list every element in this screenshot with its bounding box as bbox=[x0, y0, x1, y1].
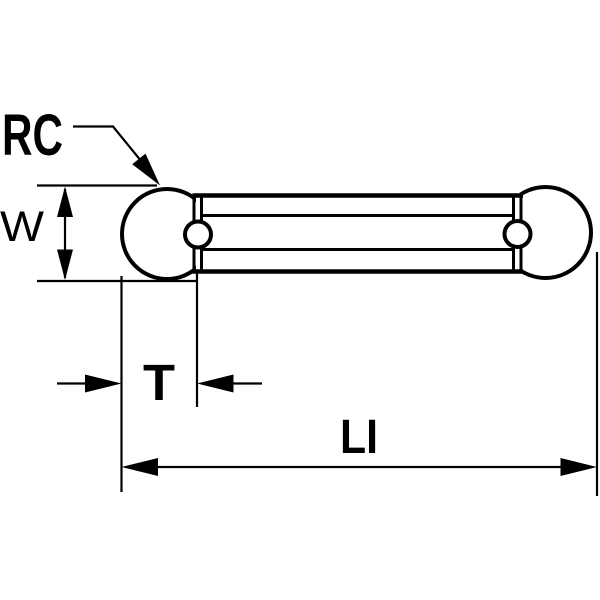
callout-rc bbox=[73, 125, 160, 186]
left-pivot-circle bbox=[183, 219, 213, 250]
w-down-arrow-icon bbox=[57, 249, 73, 280]
w-up-arrow-icon bbox=[57, 186, 73, 217]
dimension-lines bbox=[37, 125, 599, 496]
li-left-arrow-icon bbox=[121, 458, 158, 476]
rc-leader-arrow-icon bbox=[132, 153, 160, 186]
dimension-t bbox=[57, 273, 262, 492]
t-right-arrow-icon bbox=[197, 374, 234, 393]
label-corner-radius: RC bbox=[2, 103, 63, 168]
t-left-arrow-icon bbox=[85, 374, 122, 393]
rc-leader-line bbox=[73, 125, 147, 168]
dimension-li bbox=[121, 252, 599, 496]
dimension-w bbox=[37, 184, 196, 283]
right-pivot-circle bbox=[502, 219, 533, 249]
shank-fill bbox=[196, 183, 520, 284]
label-length: LI bbox=[340, 411, 378, 464]
label-width: W bbox=[0, 203, 44, 251]
li-right-arrow-icon bbox=[560, 458, 597, 476]
drawing-strokes: RC W T LI bbox=[0, 103, 599, 496]
part-body bbox=[120, 183, 593, 284]
label-thickness: T bbox=[143, 354, 175, 411]
dimension-labels: RC W T LI bbox=[0, 103, 378, 464]
